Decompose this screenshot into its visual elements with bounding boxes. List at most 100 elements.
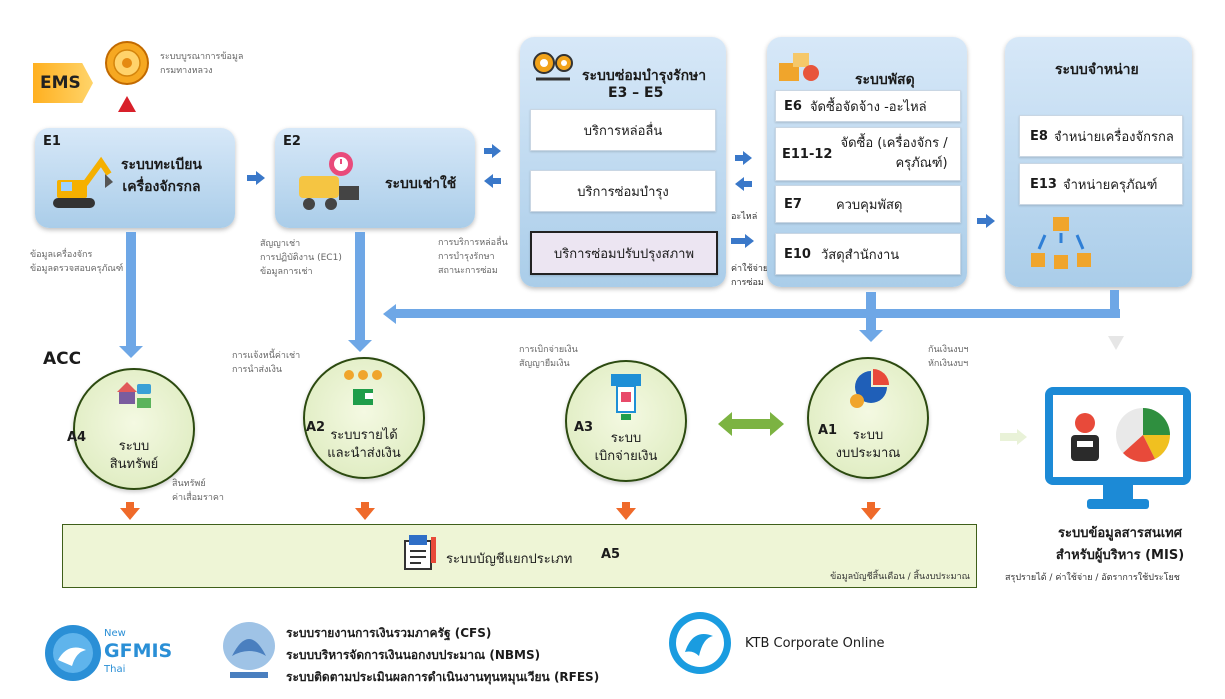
- arrow-to-maint: [492, 144, 501, 158]
- maint-range: E3 – E5: [608, 85, 664, 101]
- supply-row-e7[interactable]: E7 ควบคุมพัสดุ: [775, 185, 961, 223]
- flow-disposal-return: [395, 309, 1120, 318]
- disbursement-icon: [611, 374, 641, 420]
- orange-arrow-a1: [861, 508, 881, 520]
- a1-circle[interactable]: ระบบงบประมาณ: [807, 357, 929, 479]
- disposal-label: จำหน่ายครุภัณฑ์: [1062, 177, 1158, 193]
- ktb-logo-icon: [669, 612, 731, 674]
- a3-circle[interactable]: ระบบเบิกจ่ายเงิน: [565, 360, 687, 482]
- footer-systems: ระบบรายงานการเงินรวมภาครัฐ (CFS) ระบบบริ…: [286, 622, 599, 688]
- disposal-row-e13[interactable]: E13 จำหน่ายครุภัณฑ์: [1019, 163, 1183, 205]
- triangle-up-icon: [118, 96, 136, 112]
- supply-label-line2: ครุภัณฑ์): [895, 156, 948, 171]
- a3-in-caption: การเบิกจ่ายเงินสัญญายืมเงิน: [519, 345, 578, 369]
- gears-icon: [533, 52, 573, 81]
- e2-down-caption: สัญญาเช่าการปฏิบัติงาน (EC1)ข้อมูลการเช่…: [260, 239, 342, 277]
- a4-circle[interactable]: ระบบสินทรัพย์: [73, 368, 195, 490]
- flow-e1-a4: [126, 232, 136, 352]
- orange-arrow-a4-stem: [126, 502, 134, 508]
- revenue-icon: [344, 370, 382, 405]
- boxes-icon: [1031, 217, 1091, 269]
- arrow-to-maint-stem: [484, 148, 493, 154]
- disposal-code: E13: [1030, 176, 1057, 192]
- ledger-title: ระบบบัญชีแยกประเภท: [446, 552, 573, 567]
- maint-side-caption: การบริการหล่อลื่นการบำรุงรักษาสถานะการซ่…: [438, 238, 508, 276]
- e2-code: E2: [283, 134, 301, 149]
- disposal-code: E8: [1030, 128, 1048, 144]
- ledger-code: A5: [601, 547, 621, 562]
- e1-title: ระบบทะเบียนเครื่องจักรกล: [121, 157, 203, 195]
- ems-badge: [33, 63, 93, 103]
- e2-card[interactable]: E2 ระบบเช่าใช้: [275, 128, 475, 228]
- mis-title: ระบบข้อมูลสารสนเทศสำหรับผู้บริหาร (MIS): [1055, 526, 1185, 563]
- maint-row-label: บริการซ่อมปรับปรุงสภาพ: [553, 246, 695, 262]
- supply-row-e6[interactable]: E6 จัดซื้อจัดจ้าง -อะไหล่: [775, 90, 961, 122]
- a2-circle[interactable]: ระบบรายได้และนำส่งเงิน: [303, 357, 425, 479]
- ministry-emblem-icon: [223, 622, 275, 678]
- gfmis-name: GFMIS: [104, 640, 173, 662]
- maint-row-repair[interactable]: บริการซ่อมบำรุง: [530, 170, 716, 212]
- mis-caption: สรุปรายได้ / ค่าใช้จ่าย / อัตราการใช้ประ…: [1005, 573, 1180, 583]
- arrow-from-maint-stem: [492, 178, 501, 184]
- supply-label: จัดซื้อจัดจ้าง -อะไหล่: [809, 99, 927, 115]
- flow-supply-a1-head: [859, 330, 883, 342]
- disposal-card[interactable]: ระบบจำหน่าย E8 จำหน่ายเครื่องจักรกล E13 …: [1005, 37, 1192, 287]
- maint-title: ระบบซ่อมบำรุงรักษา: [582, 68, 707, 84]
- ledger-bar[interactable]: ระบบบัญชีแยกประเภท A5 ข้อมูลบัญชีสิ้นเดื…: [62, 524, 977, 588]
- supply-card[interactable]: ระบบพัสดุ E6 จัดซื้อจัดจ้าง -อะไหล่ E11-…: [767, 37, 967, 287]
- a3-code: A3: [574, 420, 594, 435]
- supply-row-e10[interactable]: E10 วัสดุสำนักงาน: [775, 233, 961, 275]
- supply-label: จัดซื้อ (เครื่องจักร / ครุภัณฑ์): [840, 134, 947, 174]
- orange-arrow-a3-stem: [622, 502, 630, 508]
- arrow-maint-supply-2-stem: [731, 238, 746, 244]
- supply-row-e11-12[interactable]: E11-12 จัดซื้อ (เครื่องจักร / ครุภัณฑ์): [775, 127, 961, 181]
- arrow-maint-supply-1: [743, 151, 752, 165]
- disposal-row-e8[interactable]: E8 จำหน่ายเครื่องจักรกล: [1019, 115, 1183, 157]
- ems-label: EMS: [40, 73, 81, 93]
- maint-row-overhaul[interactable]: บริการซ่อมปรับปรุงสภาพ: [530, 231, 718, 275]
- a2-title: ระบบรายได้และนำส่งเงิน: [327, 428, 401, 461]
- e1-card[interactable]: E1 ระบบทะเบียนเครื่องจักรกล: [35, 128, 235, 228]
- orange-arrow-a2-stem: [361, 502, 369, 508]
- acc-label: ACC: [43, 349, 82, 369]
- excavator-icon: [53, 156, 113, 208]
- registry-caption: ระบบบูรณาการข้อมูลกรมทางหลวง: [160, 52, 244, 76]
- system-cfs: ระบบรายงานการเงินรวมภาครัฐ (CFS): [286, 626, 492, 640]
- a4-out-caption: สินทรัพย์ค่าเสื่อมราคา: [172, 479, 224, 503]
- a4-code: A4: [67, 430, 87, 445]
- maintenance-card[interactable]: ระบบซ่อมบำรุงรักษา E3 – E5 บริการหล่อลื่…: [520, 37, 726, 287]
- gfmis-new: New: [104, 628, 126, 639]
- supply-label: วัสดุสำนักงาน: [820, 247, 900, 263]
- a1-title: ระบบงบประมาณ: [835, 428, 901, 461]
- system-rfes: ระบบติดตามประเมินผลการดำเนินงานทุนหมุนเว…: [286, 670, 600, 684]
- arrow-supply-disposal: [986, 214, 995, 228]
- ktb-label: KTB Corporate Online: [745, 636, 885, 651]
- orange-arrow-a4: [120, 508, 140, 520]
- e1-code: E1: [43, 134, 61, 149]
- gfmis-thai: Thai: [104, 664, 126, 675]
- a1-code: A1: [818, 423, 838, 438]
- arrow-from-maint: [484, 174, 493, 188]
- supply-label: ควบคุมพัสดุ: [835, 197, 903, 213]
- ledger-icon: [404, 535, 436, 570]
- a3-title: ระบบเบิกจ่ายเงิน: [594, 431, 658, 464]
- supply-code: E11-12: [782, 146, 833, 162]
- a1-in-caption: กันเงินงบฯหักเงินงบฯ: [928, 345, 969, 369]
- rental-machine-icon: [299, 152, 359, 210]
- maint-row-lubrication[interactable]: บริการหล่อลื่น: [530, 109, 716, 151]
- a4-title: ระบบสินทรัพย์: [109, 439, 159, 472]
- flow-e2-a2-head: [348, 340, 372, 352]
- assets-icon: [117, 382, 151, 408]
- double-arrow-a3-a1: [718, 412, 784, 436]
- gfmis-logo-icon: [45, 625, 101, 681]
- faint-down-arrow: [1108, 336, 1124, 350]
- a2-code: A2: [306, 420, 326, 435]
- supply-label-line1: จัดซื้อ (เครื่องจักร /: [840, 136, 948, 151]
- disposal-title: ระบบจำหน่าย: [1055, 62, 1139, 78]
- monitor-dashboard-icon: [1045, 387, 1191, 509]
- arrow-e1-e2-head: [256, 171, 265, 185]
- supply-title: ระบบพัสดุ: [855, 72, 915, 88]
- faint-arrow-to-mis: [1000, 433, 1018, 441]
- system-nbms: ระบบบริหารจัดการเงินนอกงบประมาณ (NBMS): [286, 648, 541, 662]
- disposal-label: จำหน่ายเครื่องจักรกล: [1053, 129, 1174, 145]
